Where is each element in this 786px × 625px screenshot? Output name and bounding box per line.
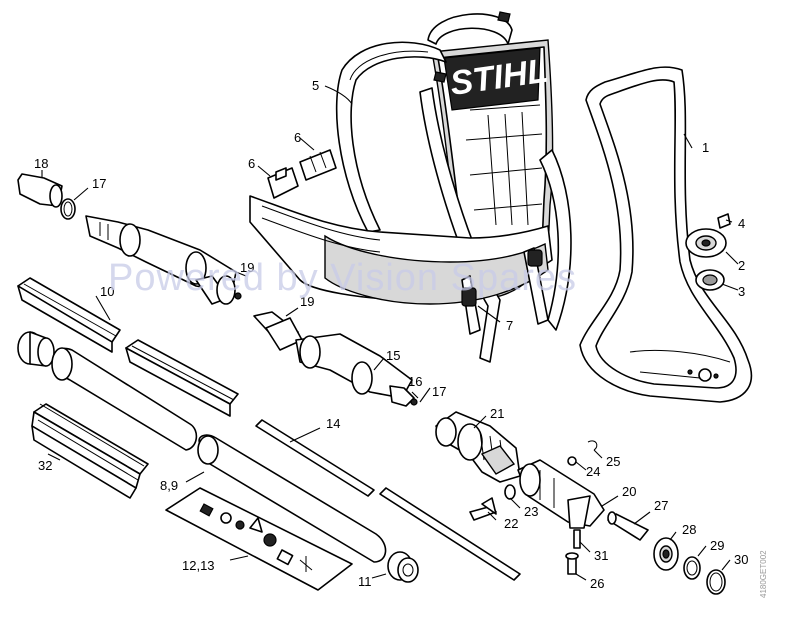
callout-24: 24 — [586, 464, 600, 479]
callout-18: 18 — [34, 156, 48, 171]
lower-drive-tube — [253, 311, 418, 407]
callout-17a: 17 — [432, 384, 446, 399]
drive-rod — [255, 419, 521, 581]
callout-labels: 1 2 3 4 5 6 6 7 8,9 10 11 12,13 14 15 16… — [34, 78, 748, 591]
damper-bundle — [31, 403, 149, 499]
callout-16: 16 — [408, 374, 422, 389]
callout-6a: 6 — [294, 130, 301, 145]
callout-7: 7 — [506, 318, 513, 333]
callout-10: 10 — [100, 284, 114, 299]
end-cap-bottom — [387, 551, 419, 583]
callout-19b: 19 — [300, 294, 314, 309]
callout-8-9: 8,9 — [160, 478, 178, 493]
callout-14: 14 — [326, 416, 340, 431]
bearing-parts — [685, 213, 731, 291]
carrier-frame — [579, 66, 753, 403]
callout-26: 26 — [590, 576, 604, 591]
tube-cap-parts — [17, 173, 76, 220]
callout-30: 30 — [734, 552, 748, 567]
gear-housing — [435, 411, 521, 483]
callout-20: 20 — [622, 484, 636, 499]
callout-28: 28 — [682, 522, 696, 537]
drive-elbow — [517, 459, 605, 529]
stub-shaft — [607, 511, 649, 541]
side-code: 4180GET002 — [759, 550, 768, 598]
bearing-and-rings — [653, 537, 726, 595]
callout-3: 3 — [738, 284, 745, 299]
callout-15: 15 — [386, 348, 400, 363]
outer-tube-left — [51, 347, 198, 451]
end-cap-left — [17, 331, 55, 367]
callout-23: 23 — [524, 504, 538, 519]
decal-sheet — [165, 487, 353, 591]
callout-29: 29 — [710, 538, 724, 553]
backpack-harness: STIHL — [249, 11, 572, 363]
callout-22: 22 — [504, 516, 518, 531]
upper-drive-tube — [85, 215, 242, 305]
callout-11: 11 — [358, 574, 372, 589]
callout-31: 31 — [594, 548, 608, 563]
callout-6b: 6 — [248, 156, 255, 171]
buckle-parts — [267, 149, 337, 199]
callout-2: 2 — [738, 258, 745, 273]
callout-25: 25 — [606, 454, 620, 469]
channel-strip-upper — [17, 277, 121, 353]
callout-1: 1 — [702, 140, 709, 155]
callout-19a: 19 — [240, 260, 254, 275]
channel-strip-lower — [125, 339, 239, 417]
callout-5: 5 — [312, 78, 319, 93]
callout-21: 21 — [490, 406, 504, 421]
callout-27: 27 — [654, 498, 668, 513]
callout-4: 4 — [738, 216, 745, 231]
outer-tube-main — [197, 434, 387, 563]
callout-32: 32 — [38, 458, 52, 473]
callout-12-13: 12,13 — [182, 558, 215, 573]
callout-17b: 17 — [92, 176, 106, 191]
leader-lines — [41, 85, 739, 581]
watermark: Powered by Vision Spares — [108, 257, 577, 299]
